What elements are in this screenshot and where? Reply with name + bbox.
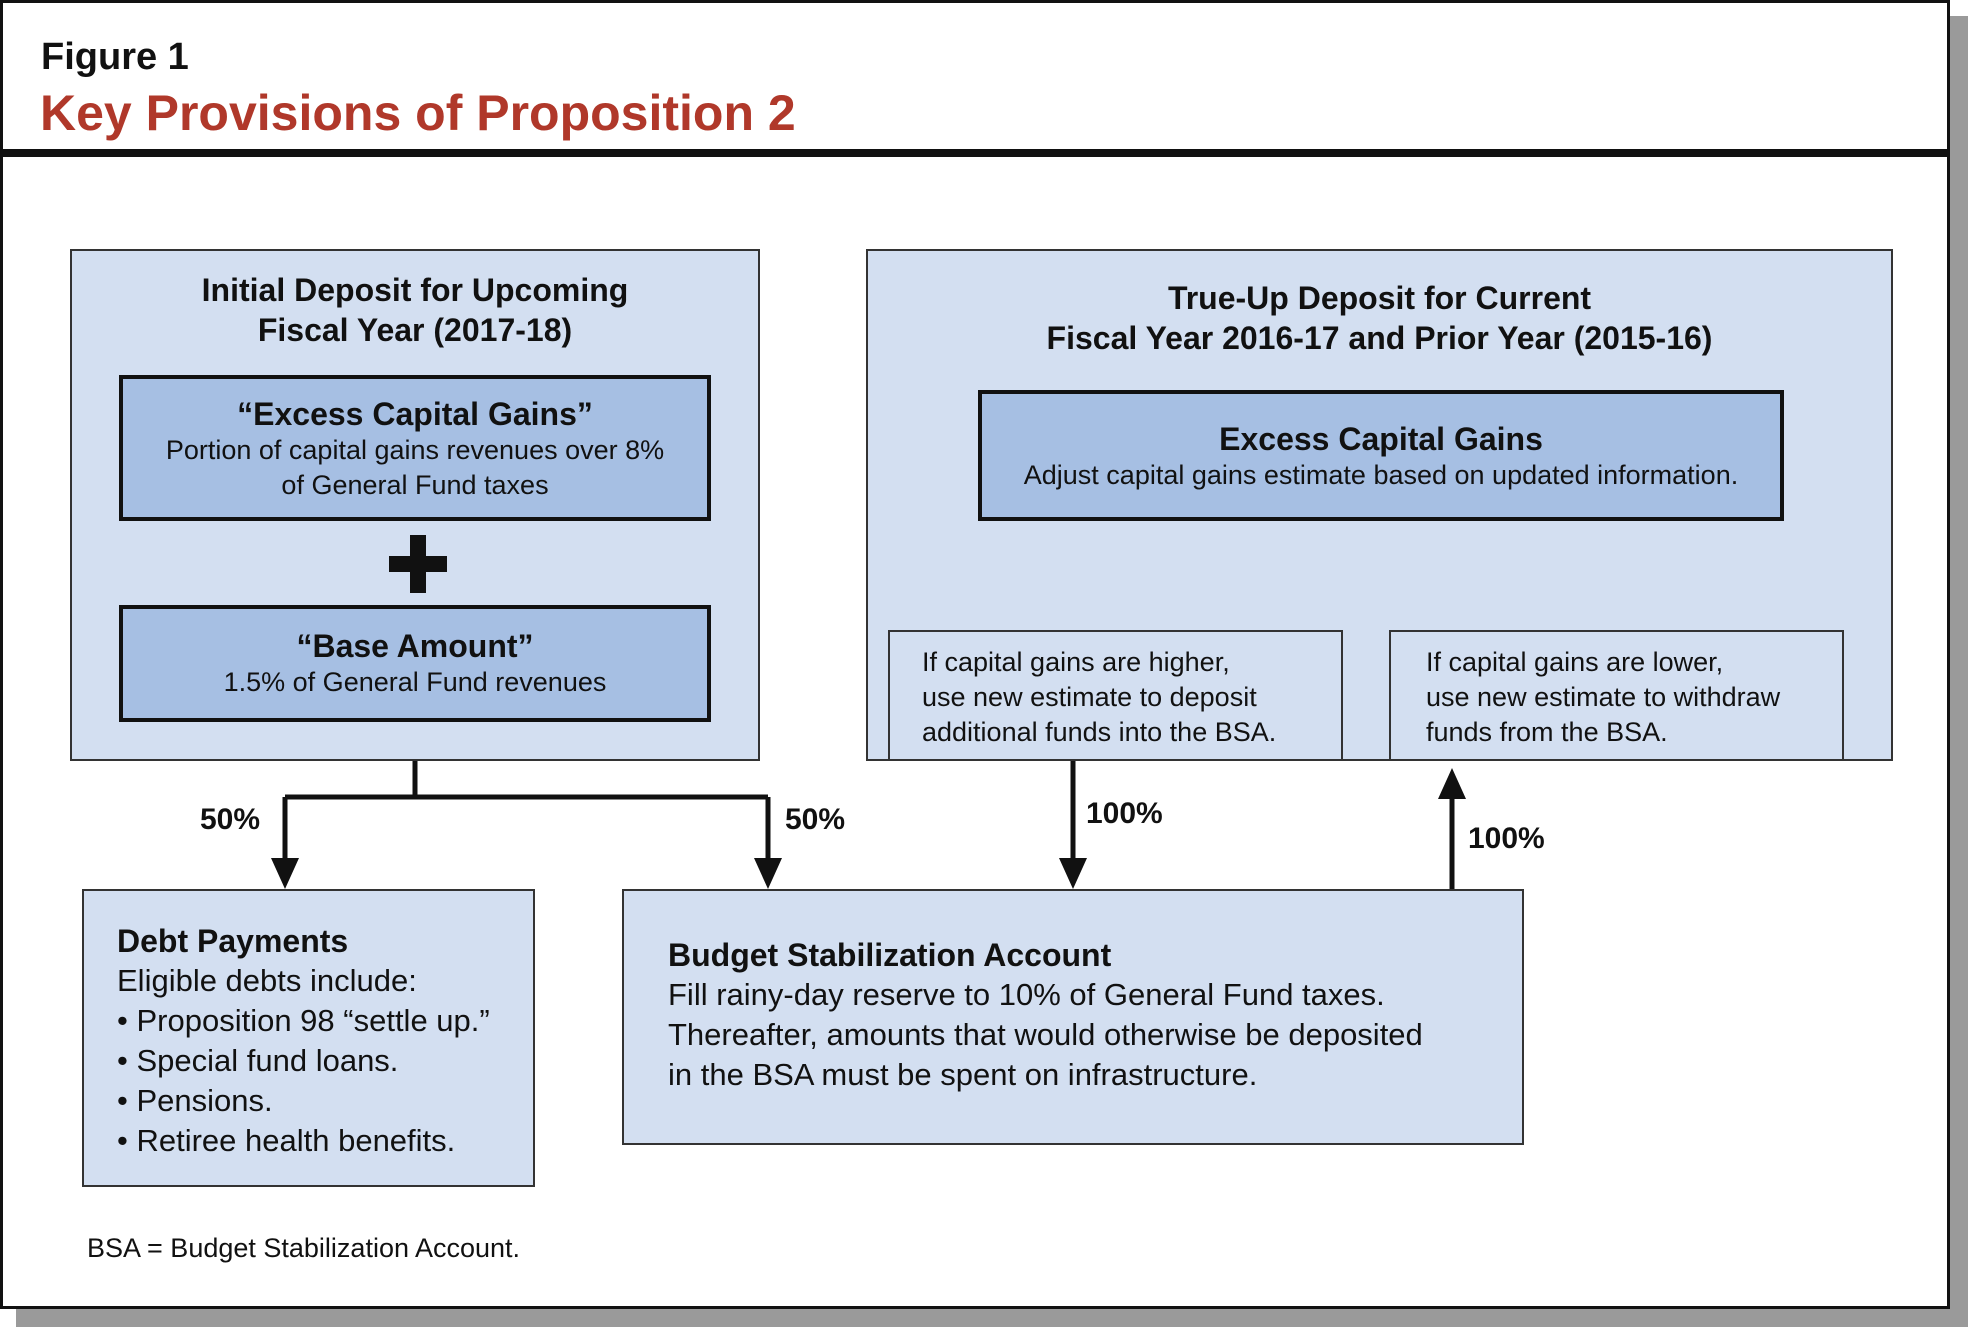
higher-line3: additional funds into the BSA. [922, 717, 1277, 747]
true-up-excess-heading: Excess Capital Gains [1219, 421, 1543, 457]
true-up-excess-line1: Adjust capital gains estimate based on u… [1023, 460, 1739, 490]
figure-label: Figure 1 [41, 36, 189, 78]
debt-payments-title: Debt Payments [117, 923, 349, 959]
arrow-down-deposit-icon [1059, 858, 1087, 889]
debt-payments-box: Debt Payments Eligible debts include: • … [82, 889, 535, 1187]
excess-capital-gains-heading: “Excess Capital Gains” [237, 396, 593, 432]
arrow-up-withdraw-icon [1438, 768, 1466, 799]
bsa-line1: Fill rainy-day reserve to 10% of General… [668, 977, 1385, 1012]
capital-gains-higher-box: If capital gains are higher, use new est… [888, 630, 1343, 761]
debt-percent-label: 50% [200, 803, 261, 836]
figure-title: Key Provisions of Proposition 2 [40, 85, 796, 141]
debt-item: • Special fund loans. [117, 1043, 399, 1078]
bsa-title: Budget Stabilization Account [668, 937, 1112, 973]
capital-gains-lower-box: If capital gains are lower, use new esti… [1389, 630, 1844, 761]
initial-deposit-title-line1: Initial Deposit for Upcoming [201, 272, 629, 308]
arrow-down-bsa-icon [754, 858, 782, 889]
base-amount-heading: “Base Amount” [296, 628, 534, 664]
higher-line2: use new estimate to deposit [922, 682, 1257, 712]
header-divider [0, 149, 1950, 157]
lower-line2: use new estimate to withdraw [1426, 682, 1781, 712]
bsa-percent-label: 50% [785, 803, 846, 836]
debt-item: • Proposition 98 “settle up.” [117, 1003, 490, 1038]
footnote: BSA = Budget Stabilization Account. [87, 1233, 521, 1263]
higher-line1: If capital gains are higher, [922, 647, 1230, 677]
deposit-percent-label: 100% [1086, 797, 1163, 830]
plus-icon [389, 535, 447, 593]
withdraw-percent-label: 100% [1468, 822, 1545, 855]
initial-deposit-title-line2: Fiscal Year (2017-18) [257, 312, 573, 348]
excess-capital-gains-line1: Portion of capital gains revenues over 8… [165, 435, 665, 465]
bsa-line2: Thereafter, amounts that would otherwise… [668, 1017, 1423, 1052]
lower-line1: If capital gains are lower, [1426, 647, 1724, 677]
lower-line3: funds from the BSA. [1426, 717, 1668, 747]
initial-deposit-title: Initial Deposit for Upcoming Fiscal Year… [70, 270, 760, 350]
arrow-down-debt-icon [271, 858, 299, 889]
true-up-excess-capital-gains-box: Excess Capital Gains Adjust capital gain… [978, 390, 1784, 521]
excess-capital-gains-box: “Excess Capital Gains” Portion of capita… [119, 375, 711, 521]
debt-item: • Pensions. [117, 1083, 273, 1118]
debt-payments-intro: Eligible debts include: [117, 963, 417, 998]
true-up-deposit-title-line2: Fiscal Year 2016-17 and Prior Year (2015… [1046, 320, 1713, 356]
debt-item: • Retiree health benefits. [117, 1123, 456, 1158]
true-up-deposit-title-line1: True-Up Deposit for Current [1167, 280, 1592, 316]
budget-stabilization-account-box: Budget Stabilization Account Fill rainy-… [622, 889, 1524, 1145]
excess-capital-gains-line2: of General Fund taxes [281, 470, 549, 500]
base-amount-box: “Base Amount” 1.5% of General Fund reven… [119, 605, 711, 722]
bsa-line3: in the BSA must be spent on infrastructu… [668, 1057, 1258, 1092]
base-amount-line1: 1.5% of General Fund revenues [223, 667, 607, 697]
true-up-deposit-title: True-Up Deposit for Current Fiscal Year … [866, 278, 1893, 358]
